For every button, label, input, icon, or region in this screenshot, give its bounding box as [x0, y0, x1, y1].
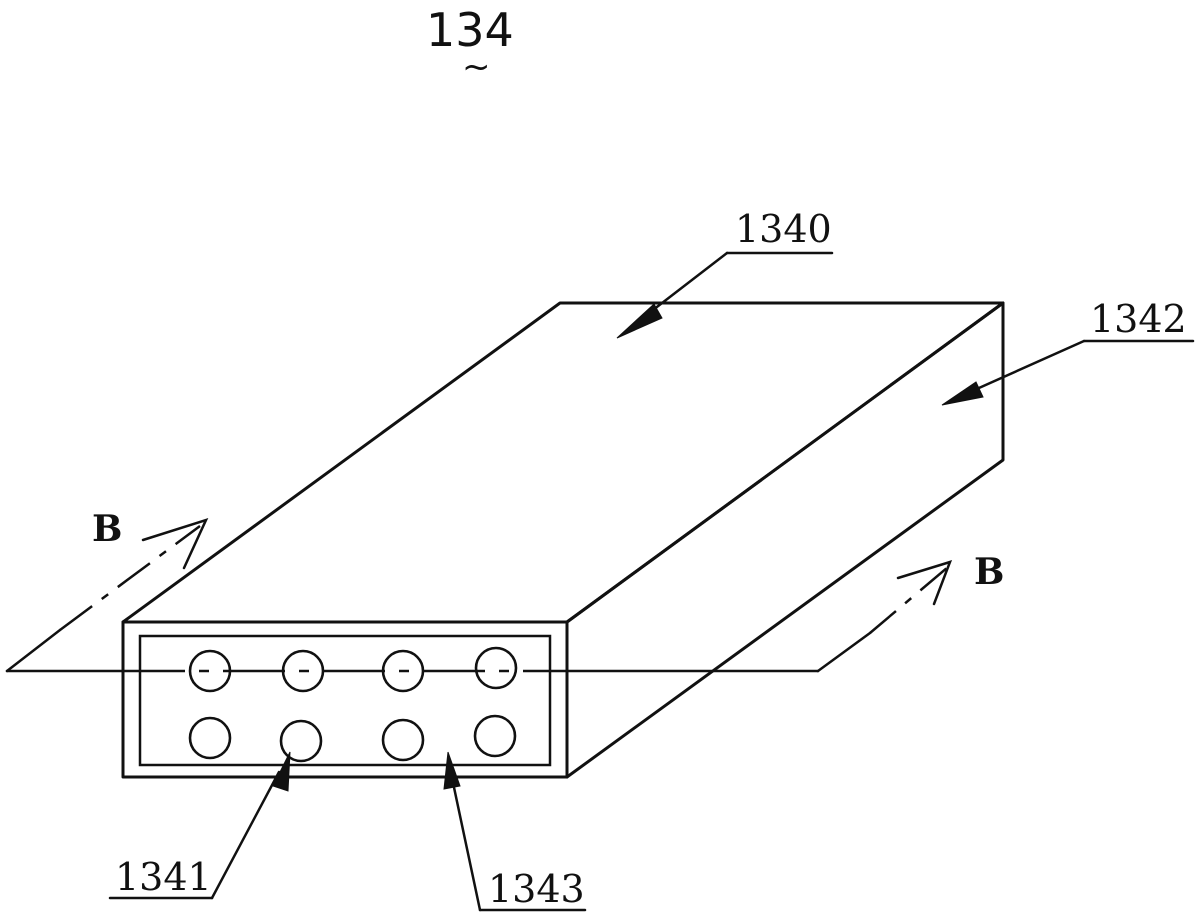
section-line-b-b: B B: [5, 508, 1004, 673]
section-arrow-left: [141, 517, 209, 570]
front-face-inner-frame: [138, 634, 552, 767]
arrowhead-1342: [941, 381, 984, 406]
hole: [381, 718, 425, 762]
callout-1340: 1340: [616, 207, 834, 339]
hole: [279, 719, 323, 763]
callout-1342: 1342: [941, 297, 1195, 406]
section-label-left: B: [92, 508, 122, 550]
figure-number: 134 ~: [426, 3, 514, 87]
label-1341: 1341: [115, 855, 212, 899]
callout-1343: 1343: [443, 751, 587, 912]
callout-1341: 1341: [108, 751, 291, 900]
rectangular-block: [121, 301, 1005, 779]
arrowhead-1341: [272, 751, 291, 792]
section-leg-right-solid: [816, 631, 872, 673]
label-1343: 1343: [488, 867, 585, 911]
figure-title-mark: ~: [462, 47, 491, 87]
label-1340: 1340: [735, 207, 832, 251]
leader-1343: [450, 776, 482, 912]
label-1342: 1342: [1090, 297, 1187, 341]
leader-1342: [968, 339, 1086, 394]
arrowhead-1343: [443, 751, 461, 790]
side-face: [565, 301, 1005, 779]
leader-1341: [210, 770, 281, 900]
section-leg-left-dashed: [59, 524, 201, 632]
figure-title: 134: [426, 3, 514, 57]
arrowhead-1340: [616, 303, 663, 339]
hole-array: [188, 646, 518, 763]
hole: [188, 716, 232, 760]
section-label-right: B: [974, 551, 1004, 593]
hole: [473, 714, 517, 758]
section-leg-right-dashed: [869, 566, 949, 634]
section-leg-left-solid: [5, 628, 62, 673]
section-arrow-right: [896, 560, 953, 606]
front-face: [121, 620, 569, 779]
hole: [474, 646, 518, 690]
top-face: [121, 301, 1005, 624]
